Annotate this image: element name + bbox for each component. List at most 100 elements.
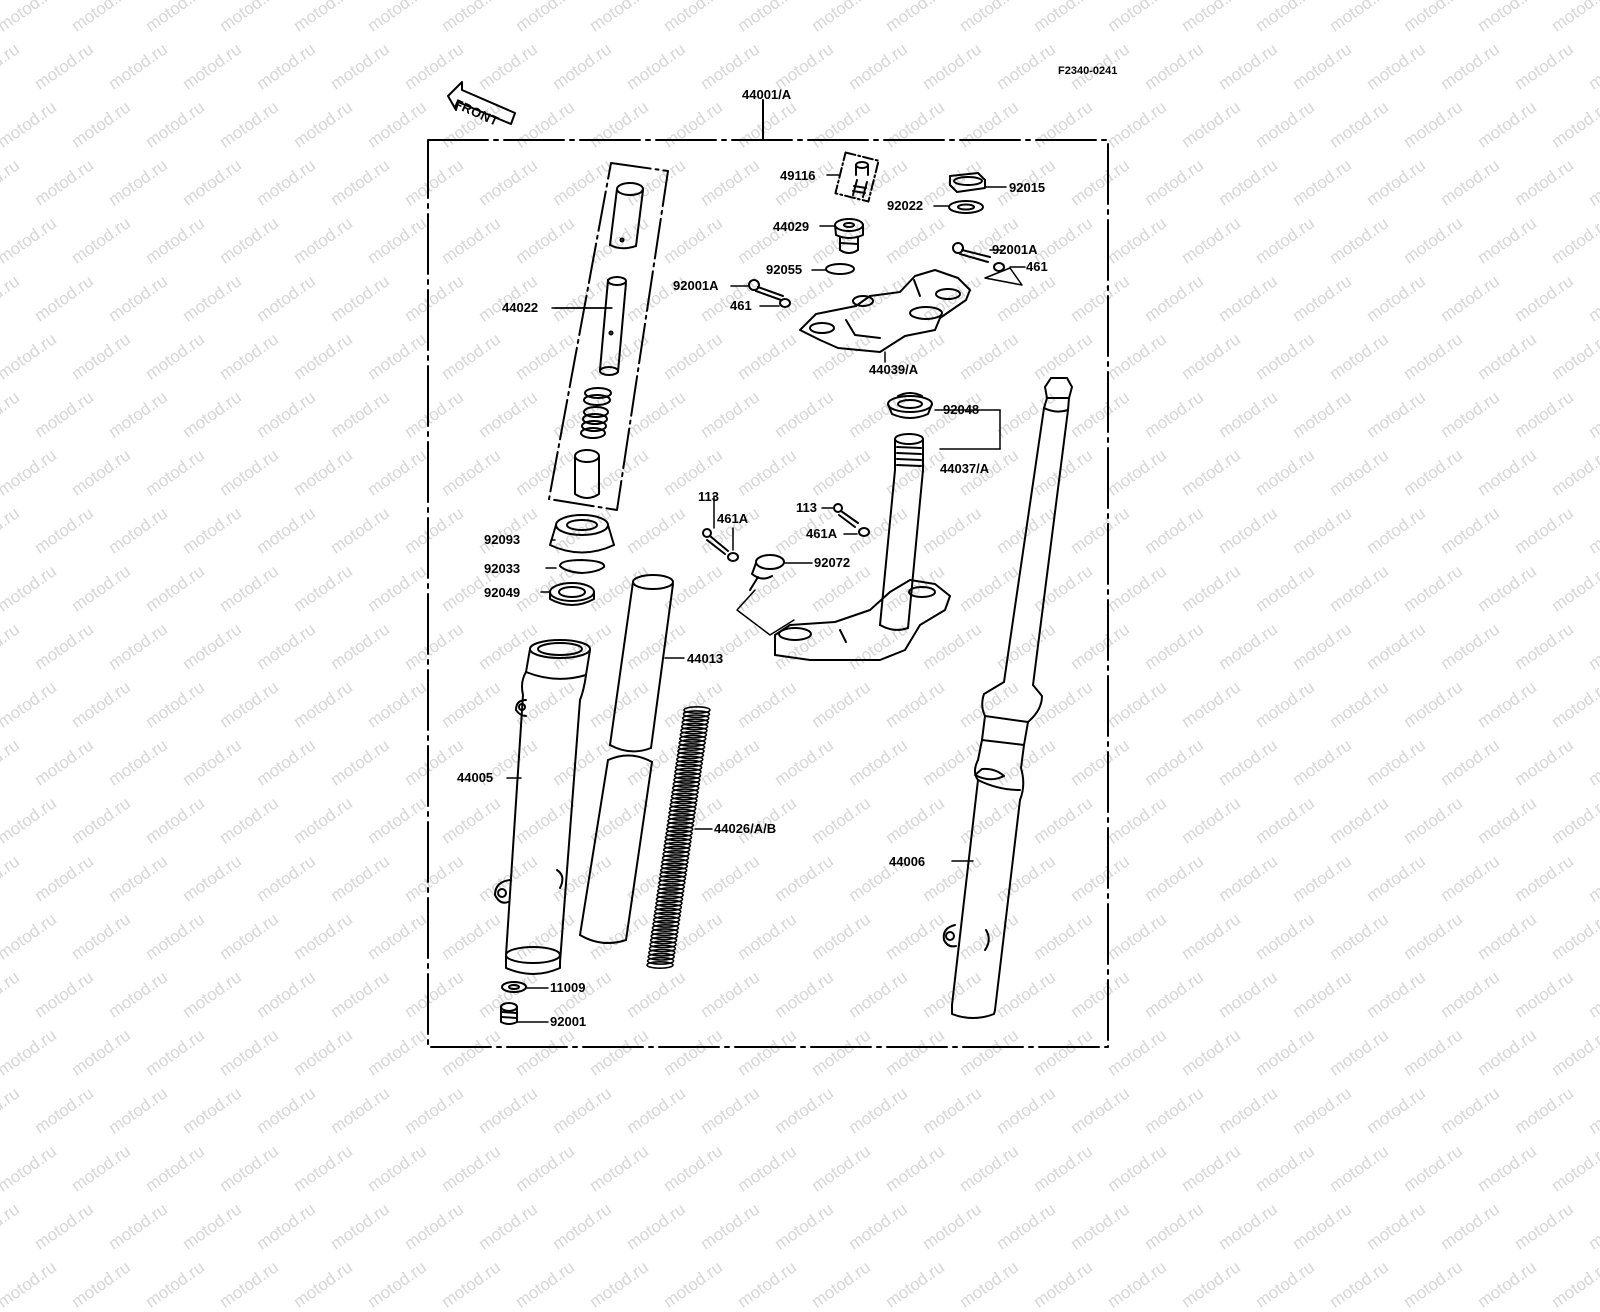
part-label-44037a: 44037/A xyxy=(940,461,990,476)
part-label-113-left: 113 xyxy=(698,489,719,504)
spring-coil xyxy=(657,882,686,891)
drain-bolt-92001 xyxy=(500,1002,518,1025)
spring-coil xyxy=(659,866,688,875)
retaining-ring-92033 xyxy=(559,559,606,574)
spring-coil xyxy=(649,940,677,949)
spring-coil xyxy=(653,911,682,920)
spring-coil xyxy=(650,928,679,937)
part-label-11009: 11009 xyxy=(550,980,586,995)
watermark-text: motod.ru xyxy=(1215,1199,1281,1254)
spring-coil xyxy=(683,705,711,714)
oil-seal-92049 xyxy=(549,582,595,606)
part-label-44039a: 44039/A xyxy=(869,362,919,377)
bolt-92001a-top xyxy=(952,242,991,263)
spring-coil xyxy=(656,886,685,895)
watermark-text: motod.ru xyxy=(1067,1199,1133,1254)
watermark-text: motod.ru xyxy=(660,1257,726,1312)
valve-49116 xyxy=(852,161,869,198)
watermark-text: motod.ru xyxy=(105,1199,171,1254)
watermark-text: motod.ru xyxy=(734,1257,800,1312)
cap-bolt-44029 xyxy=(834,218,864,254)
watermark-text: motod.ru xyxy=(290,1257,356,1312)
spring-coil xyxy=(658,874,687,883)
spring-coil xyxy=(668,804,697,813)
washer-461-top xyxy=(993,262,1005,272)
washer-92022 xyxy=(948,200,984,214)
spring-coil xyxy=(660,862,689,871)
front-arrow-icon xyxy=(447,81,516,125)
spring-coil xyxy=(670,792,699,801)
spring-coil xyxy=(648,944,677,953)
figure-code: F2340-0241 xyxy=(1058,65,1118,77)
spring-coil xyxy=(670,796,698,805)
part-label-92093: 92093 xyxy=(484,532,521,547)
part-label-92049: 92049 xyxy=(484,585,521,600)
part-label-44022: 44022 xyxy=(502,300,539,315)
part-label-92072: 92072 xyxy=(814,555,851,570)
part-label-44006: 44006 xyxy=(889,854,926,869)
part-label-44001a: 44001/A xyxy=(742,87,792,102)
spring-coil xyxy=(674,767,702,776)
spring-coil xyxy=(680,722,709,731)
spring-coil xyxy=(653,907,682,916)
bearing-92048 xyxy=(887,392,933,419)
spring-coil xyxy=(661,854,690,863)
nut-92015 xyxy=(949,172,986,193)
part-label-44013: 44013 xyxy=(687,651,724,666)
spring-coil xyxy=(652,915,681,924)
spring-coil xyxy=(667,816,695,825)
spring-coil xyxy=(662,845,691,854)
watermark-text: motod.ru xyxy=(771,1199,837,1254)
bolt-113-left xyxy=(702,528,729,555)
watermark-text: motod.ru xyxy=(919,1199,985,1254)
watermark-text: motod.ru xyxy=(1400,1257,1466,1312)
spring-coil xyxy=(655,899,683,908)
washer-461a-left xyxy=(727,552,739,562)
piece-cylinder xyxy=(574,449,600,499)
watermark-text: motod.ru xyxy=(31,1199,97,1254)
watermark-text: motod.ru xyxy=(1437,1199,1503,1254)
watermark-text: motod.ru xyxy=(438,1257,504,1312)
part-label-44005: 44005 xyxy=(457,770,494,785)
watermark-text: motod.ru xyxy=(179,1199,245,1254)
watermark-text: motod.ru xyxy=(1363,1199,1429,1254)
part-label-461-top-right: 461 xyxy=(1026,259,1048,274)
washer-461-left xyxy=(779,298,791,308)
spring-coil xyxy=(658,878,686,887)
part-label-461a-left: 461A xyxy=(717,511,749,526)
damper-spring xyxy=(580,387,612,439)
watermark-text: motod.ru xyxy=(1252,1257,1318,1312)
spring-coil xyxy=(677,742,706,751)
washer-11009 xyxy=(501,981,527,993)
part-label-44026ab: 44026/A/B xyxy=(714,821,777,836)
spring-coil xyxy=(650,932,679,941)
spring-coil xyxy=(664,837,692,846)
lower-triple-clamp-44037a xyxy=(774,433,951,661)
spring-coil xyxy=(673,771,702,780)
spring-coil xyxy=(679,730,708,739)
watermark-text: motod.ru xyxy=(1511,1199,1577,1254)
spring-coil xyxy=(655,895,684,904)
fork-spring-44026 xyxy=(646,705,711,969)
part-label-92001: 92001 xyxy=(550,1014,587,1029)
watermark-text: motod.ru xyxy=(586,1257,652,1312)
spring-coil xyxy=(649,936,678,945)
spring-coil xyxy=(659,870,687,879)
watermark-text: motod.ru xyxy=(623,1199,689,1254)
watermark-text: motod.ru xyxy=(216,1257,282,1312)
spring-coil xyxy=(646,960,674,969)
spring-coil xyxy=(678,734,707,743)
watermark-text: motod.ru xyxy=(364,1257,430,1312)
spring-coil xyxy=(647,952,676,961)
spring-coil xyxy=(661,858,689,867)
part-label-461-left: 461 xyxy=(730,298,752,313)
watermark-text: motod.ru xyxy=(1548,1257,1600,1312)
watermark-text: motod.ru xyxy=(1178,1257,1244,1312)
spring-coil xyxy=(651,923,680,932)
washer-461a-right xyxy=(858,527,870,537)
clamp-92072 xyxy=(749,554,785,591)
part-label-92033: 92033 xyxy=(484,561,521,576)
spring-coil xyxy=(678,738,707,747)
spring-coil xyxy=(675,759,704,768)
spring-coil xyxy=(664,833,693,842)
